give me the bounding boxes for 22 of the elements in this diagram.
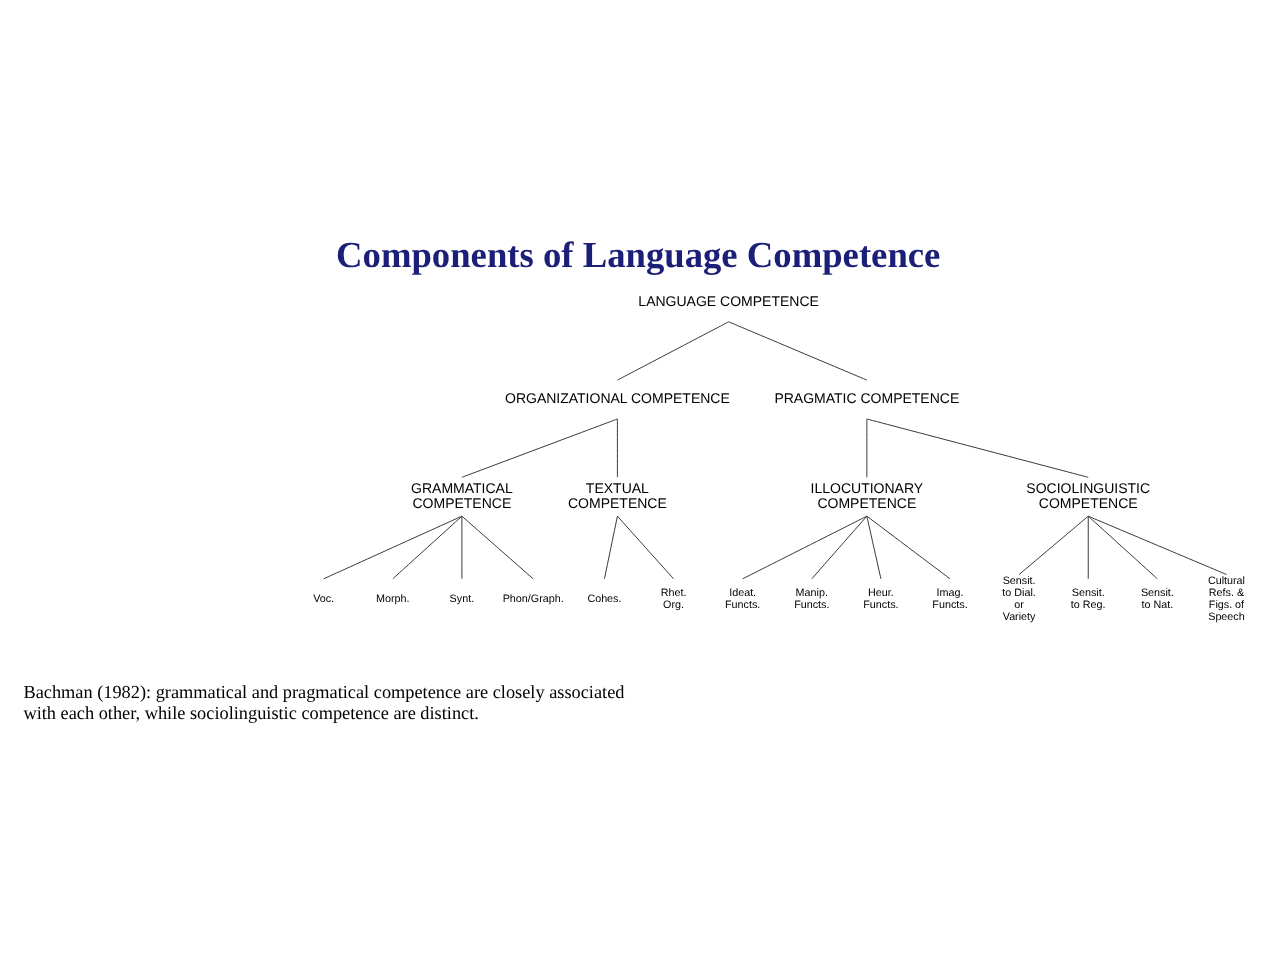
caption: Bachman (1982): grammatical and pragmatical competence are closely associated with each other, while sociolinguistic competence are distinct. [23,682,625,723]
connector [461,418,618,478]
connector [811,515,868,580]
connector [866,418,868,478]
connector [1018,515,1089,575]
connector [603,515,618,580]
connector [742,515,868,580]
connector [616,418,618,478]
connector [392,515,463,580]
connector [1087,515,1089,580]
connector [866,515,882,580]
connector [728,321,868,381]
connector [323,515,463,580]
connector [1087,515,1158,580]
connector [461,515,534,580]
connector [866,418,1089,478]
diagram-title: Components of Language Competence [336,234,941,275]
connector [1087,515,1227,575]
connector [616,321,730,381]
connector [866,515,951,580]
connector [616,515,675,580]
connector [461,515,463,580]
